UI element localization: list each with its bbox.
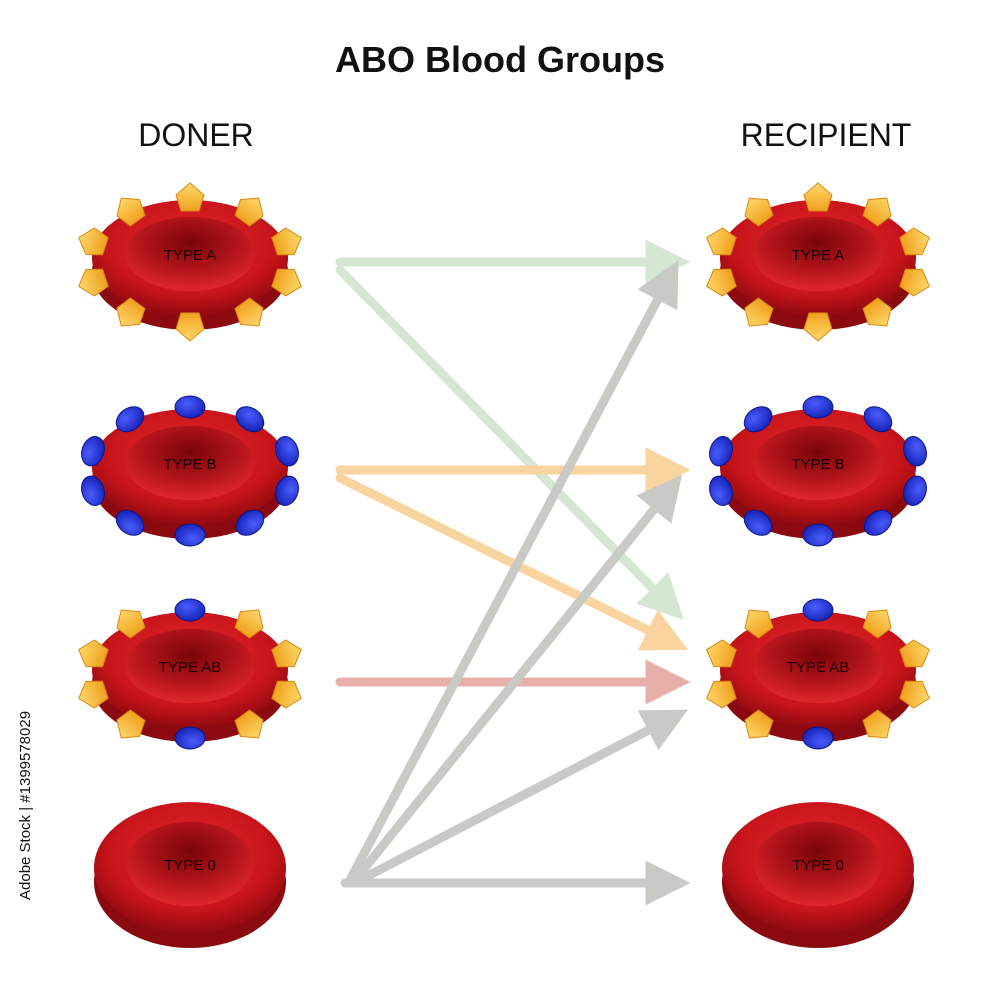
antigen-a-icon	[706, 268, 737, 297]
recipient-cell-0: TYPE A	[706, 182, 930, 342]
antigen-a-icon	[116, 297, 146, 327]
arrow-donor-3-to-recipient-1	[350, 474, 683, 885]
donor-cell-2: TYPE AB	[78, 598, 302, 750]
antigen-a-icon	[862, 609, 892, 639]
antigen-a-icon	[271, 268, 302, 297]
recipient-header: RECIPIENT	[741, 117, 912, 153]
antigen-a-icon	[744, 609, 774, 639]
antigen-a-icon	[78, 268, 109, 297]
antigen-b-icon	[81, 475, 105, 506]
antigen-a-icon	[899, 227, 930, 256]
cell-dimple	[754, 821, 882, 907]
antigen-b-icon	[174, 523, 206, 547]
arrow-donor-3-to-recipient-2	[355, 709, 688, 885]
antigen-a-icon	[899, 639, 930, 668]
antigen-a-icon	[234, 709, 264, 739]
antigen-a-icon	[744, 297, 774, 327]
blood-cells: TYPE A TYPE B TYPE AB TYPE 0 TYPE A TYPE B TYP…	[78, 182, 930, 948]
recipient-cell-3: TYPE 0	[722, 802, 914, 948]
recipient-cell-label: TYPE 0	[792, 857, 844, 874]
antigen-b-icon	[743, 509, 773, 536]
antigen-a-icon	[862, 709, 892, 739]
antigen-b-icon	[802, 523, 834, 547]
cell-dimple	[753, 216, 883, 292]
cell-dimple	[753, 628, 883, 704]
cell-dimple	[125, 628, 255, 704]
antigen-b-icon	[174, 726, 206, 750]
antigen-a-icon	[271, 639, 302, 668]
cell-dimple	[125, 425, 255, 501]
donor-cell-label: TYPE 0	[164, 857, 216, 874]
diagram-title: ABO Blood Groups	[335, 39, 665, 80]
side-watermark: Adobe Stock | #1399578029	[17, 711, 34, 900]
antigen-b-icon	[743, 406, 773, 433]
donor-header: DONER	[138, 117, 254, 153]
donor-cell-3: TYPE 0	[94, 802, 286, 948]
antigen-b-icon	[802, 395, 834, 419]
recipient-cell-1: TYPE B	[709, 395, 927, 547]
antigen-a-icon	[175, 182, 205, 212]
antigen-a-icon	[116, 197, 146, 227]
antigen-b-icon	[802, 726, 834, 750]
antigen-b-icon	[863, 406, 893, 433]
antigen-a-icon	[862, 197, 892, 227]
donor-cell-label: TYPE AB	[159, 659, 222, 676]
recipient-cell-label: TYPE A	[792, 247, 845, 264]
antigen-b-icon	[115, 509, 145, 536]
antigen-a-icon	[78, 227, 109, 256]
antigen-a-icon	[116, 709, 146, 739]
antigen-b-icon	[235, 509, 265, 536]
antigen-b-icon	[235, 406, 265, 433]
antigen-a-icon	[234, 197, 264, 227]
antigen-a-icon	[899, 680, 930, 709]
antigen-a-icon	[803, 312, 833, 342]
antigen-b-icon	[174, 598, 206, 622]
antigen-b-icon	[81, 436, 105, 467]
antigen-b-icon	[115, 406, 145, 433]
antigen-a-icon	[78, 680, 109, 709]
recipient-cell-label: TYPE AB	[787, 659, 850, 676]
antigen-b-icon	[174, 395, 206, 419]
antigen-a-icon	[744, 197, 774, 227]
antigen-a-icon	[803, 182, 833, 212]
antigen-a-icon	[234, 609, 264, 639]
donor-cell-1: TYPE B	[81, 395, 299, 547]
arrow-donor-1-to-recipient-2	[335, 473, 689, 651]
antigen-a-icon	[744, 709, 774, 739]
cell-dimple	[126, 821, 254, 907]
cell-dimple	[753, 425, 883, 501]
antigen-b-icon	[863, 509, 893, 536]
antigen-b-icon	[802, 598, 834, 622]
recipient-cell-label: TYPE B	[791, 456, 844, 473]
antigen-b-icon	[275, 475, 299, 506]
cell-dimple	[125, 216, 255, 292]
antigen-b-icon	[903, 436, 927, 467]
antigen-a-icon	[706, 227, 737, 256]
antigen-a-icon	[862, 297, 892, 327]
antigen-b-icon	[275, 436, 299, 467]
antigen-a-icon	[234, 297, 264, 327]
antigen-b-icon	[709, 436, 733, 467]
recipient-cell-2: TYPE AB	[706, 598, 930, 750]
donor-cell-label: TYPE A	[164, 247, 217, 264]
antigen-a-icon	[271, 227, 302, 256]
antigen-a-icon	[706, 680, 737, 709]
antigen-b-icon	[903, 475, 927, 506]
antigen-a-icon	[116, 609, 146, 639]
donor-cell-label: TYPE B	[163, 456, 216, 473]
antigen-a-icon	[706, 639, 737, 668]
antigen-a-icon	[271, 680, 302, 709]
compatibility-arrows	[335, 239, 691, 906]
donor-cell-0: TYPE A	[78, 182, 302, 342]
antigen-a-icon	[899, 268, 930, 297]
arrow-donor-3-to-recipient-0	[345, 260, 679, 885]
antigen-b-icon	[709, 475, 733, 506]
arrow-donor-0-to-recipient-2	[335, 265, 684, 621]
antigen-a-icon	[175, 312, 205, 342]
antigen-a-icon	[78, 639, 109, 668]
